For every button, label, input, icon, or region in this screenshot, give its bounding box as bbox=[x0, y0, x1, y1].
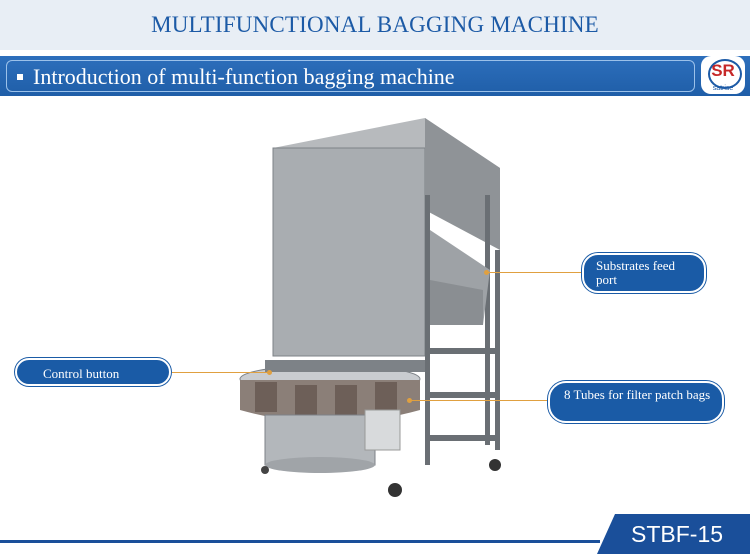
control-leader-line bbox=[172, 372, 270, 373]
logo-letters: SR bbox=[711, 61, 735, 80]
tubes-label: 8 Tubes for filter patch bags bbox=[564, 387, 711, 402]
subheader-bar: Introduction of multi-function bagging m… bbox=[0, 56, 750, 96]
bottom-rule bbox=[0, 540, 600, 543]
company-logo: SR satrise bbox=[701, 56, 745, 94]
logo-ring-icon bbox=[708, 59, 742, 89]
model-code: STBF-15 bbox=[631, 521, 724, 547]
bagging-machine-image bbox=[239, 118, 501, 497]
tubes-callout: 8 Tubes for filter patch bags bbox=[548, 381, 724, 423]
control-leader-dot bbox=[267, 370, 272, 375]
substrates-callout: Substrates feed port bbox=[582, 253, 706, 293]
control-label: Control button bbox=[43, 366, 120, 381]
bullet-icon bbox=[17, 74, 23, 80]
control-callout: Control button bbox=[15, 358, 171, 386]
substrates-leader-line bbox=[487, 272, 583, 273]
page-title: MULTIFUNCTIONAL BAGGING MACHINE bbox=[151, 12, 599, 37]
tubes-leader-line bbox=[410, 400, 550, 401]
subheader-frame: Introduction of multi-function bagging m… bbox=[6, 60, 695, 92]
tubes-leader-dot bbox=[407, 398, 412, 403]
substrates-label: Substrates feed port bbox=[596, 258, 676, 287]
logo-word: satrise bbox=[712, 85, 734, 92]
subheader-title: Introduction of multi-function bagging m… bbox=[33, 64, 455, 89]
substrates-leader-dot bbox=[484, 270, 489, 275]
title-bar: MULTIFUNCTIONAL BAGGING MACHINE bbox=[0, 0, 750, 50]
model-badge: STBF-15 bbox=[597, 514, 750, 554]
